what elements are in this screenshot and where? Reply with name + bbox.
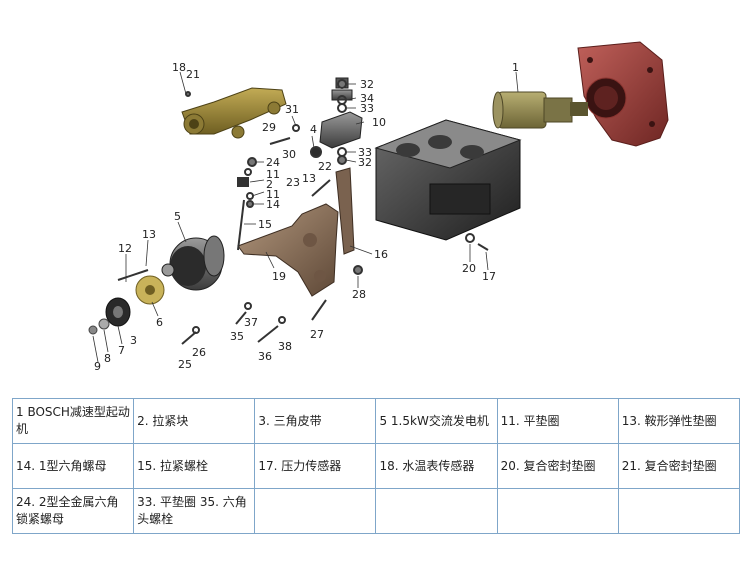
alternator <box>161 235 225 291</box>
callout-label: 35 <box>230 330 244 343</box>
callout-label: 1 <box>512 61 519 74</box>
table-cell: 15. 拉紧螺栓 <box>133 443 256 489</box>
callout-label: 36 <box>258 350 272 363</box>
table-cell: 24. 2型全金属六角锁紧螺母 <box>11 488 135 534</box>
callout-label: 16 <box>374 248 388 261</box>
callout-label: 13 <box>142 228 156 241</box>
table-cell: 11. 平垫圈 <box>496 398 619 444</box>
callout-label: 3 <box>130 334 137 347</box>
callout-label: 26 <box>192 346 206 359</box>
callout-label: 11 <box>266 168 280 181</box>
table-cell <box>617 488 741 534</box>
table-cell <box>496 488 619 534</box>
callout-label: 27 <box>310 328 324 341</box>
parts-list-table: 1 BOSCH减速型起动机 2. 拉紧块 3. 三角皮带 5 1.5kW交流发电… <box>11 398 741 534</box>
table-cell: 2. 拉紧块 <box>133 398 256 444</box>
engine-block <box>374 119 522 241</box>
callout-label: 21 <box>186 68 200 81</box>
water-outlet-housing <box>181 87 287 139</box>
callout-label: 33 <box>360 102 374 115</box>
callout-label: 9 <box>94 360 101 373</box>
table-cell: 33. 平垫圈 35. 六角头螺栓 <box>133 488 256 534</box>
table-cell: 3. 三角皮带 <box>254 398 377 444</box>
callout-label: 11 <box>266 188 280 201</box>
callout-labels: 18 21 1 32 34 33 10 31 29 4 30 24 11 33 … <box>94 61 519 373</box>
starter-motor <box>492 91 588 129</box>
callout-label: 20 <box>462 262 476 275</box>
callout-label: 32 <box>360 78 374 91</box>
table-row: 24. 2型全金属六角锁紧螺母 33. 平垫圈 35. 六角头螺栓 <box>11 488 741 534</box>
pulley-fan <box>88 275 165 335</box>
callout-label: 12 <box>118 242 132 255</box>
callout-label: 13 <box>302 172 316 185</box>
callout-label: 24 <box>266 156 280 169</box>
leader-lines <box>92 71 519 363</box>
table-cell: 13. 鞍形弹性垫圈 <box>617 398 741 444</box>
callout-label: 2 <box>266 178 273 191</box>
table-cell <box>254 488 377 534</box>
callout-label: 19 <box>272 270 286 283</box>
callout-label: 5 <box>174 210 181 223</box>
callout-label: 25 <box>178 358 192 371</box>
callout-label: 23 <box>286 176 300 189</box>
table-row: 1 BOSCH减速型起动机 2. 拉紧块 3. 三角皮带 5 1.5kW交流发电… <box>11 398 741 444</box>
table-cell: 21. 复合密封垫圈 <box>617 443 741 489</box>
table-cell: 18. 水温表传感器 <box>375 443 498 489</box>
callout-label: 6 <box>156 316 163 329</box>
table-row: 14. 1型六角螺母 15. 拉紧螺栓 17. 压力传感器 18. 水温表传感器… <box>11 443 741 489</box>
exploded-parts-diagram: 18 21 1 32 34 33 10 31 29 4 30 24 11 33 … <box>88 41 669 373</box>
callout-label: 22 <box>318 160 332 173</box>
callout-label: 14 <box>266 198 280 211</box>
table-cell: 5 1.5kW交流发电机 <box>375 398 498 444</box>
table-cell: 1 BOSCH减速型起动机 <box>11 398 135 444</box>
flywheel-housing <box>577 41 669 147</box>
table-cell <box>375 488 498 534</box>
tensioner-bracket <box>237 167 355 297</box>
table-cell: 17. 压力传感器 <box>254 443 377 489</box>
callout-label: 38 <box>278 340 292 353</box>
callout-label: 10 <box>372 116 386 129</box>
callout-label: 17 <box>482 270 496 283</box>
table-cell: 14. 1型六角螺母 <box>11 443 135 489</box>
table-cell: 20. 复合密封垫圈 <box>496 443 619 489</box>
callout-label: 18 <box>172 61 186 74</box>
callout-label: 30 <box>282 148 296 161</box>
callout-label: 29 <box>262 121 276 134</box>
callout-label: 7 <box>118 344 125 357</box>
callout-label: 4 <box>310 123 317 136</box>
callout-label: 15 <box>258 218 272 231</box>
callout-label: 34 <box>360 92 374 105</box>
callout-label: 28 <box>352 288 366 301</box>
callout-label: 8 <box>104 352 111 365</box>
callout-label: 31 <box>285 103 299 116</box>
callout-label: 33 <box>358 146 372 159</box>
bolts-and-washers <box>117 79 489 345</box>
callout-label: 37 <box>244 316 258 329</box>
callout-label: 32 <box>358 156 372 169</box>
